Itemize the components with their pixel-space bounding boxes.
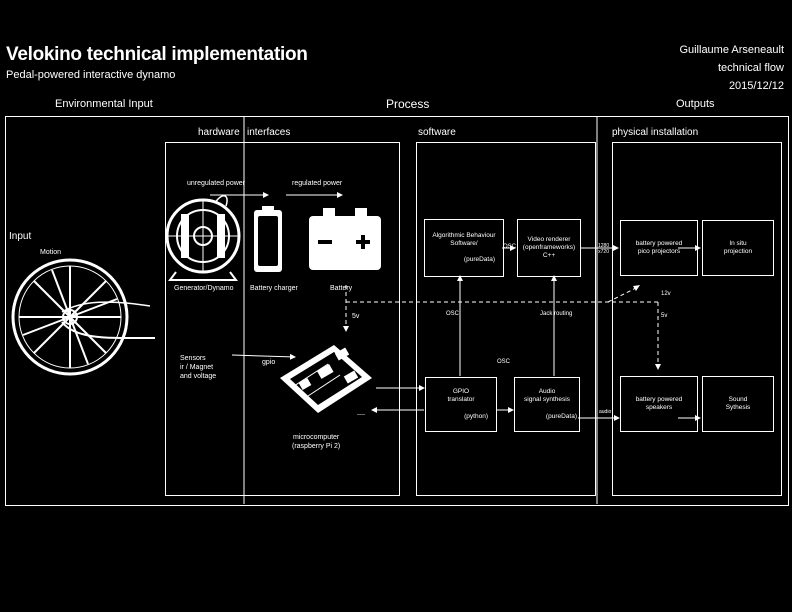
speakers-box: battery powered speakers — [620, 376, 698, 432]
battery-charger-icon — [254, 206, 282, 272]
physical-installation-heading: physical installation — [612, 127, 699, 138]
osc-mid-label: OSC — [497, 359, 511, 365]
jack-routing-label: Jack routing — [540, 311, 573, 317]
outer-frame — [5, 116, 789, 506]
sound-synthesis-box: Sound Sythesis — [702, 376, 774, 432]
12v-arrowhead — [633, 285, 640, 291]
battery-label: Battery — [330, 285, 353, 292]
hardware-container — [165, 142, 400, 496]
5v-label: 5v — [352, 313, 360, 320]
battery-charger-label: Battery charger — [250, 285, 298, 292]
date: 2015/12/12 — [728, 80, 784, 92]
raspberry-pi-icon — [280, 345, 372, 413]
process-heading: Process — [386, 97, 430, 111]
resolution-label: 1280 x720 — [598, 243, 610, 255]
generator-label: Generator/Dynamo — [174, 285, 234, 292]
interfaces-heading: interfaces — [247, 127, 291, 138]
algorithmic-behaviour-box: Algorithmic Behaviour Software/ (pureDat… — [424, 219, 504, 277]
software-container — [416, 142, 596, 496]
physical-installation-container — [612, 142, 782, 496]
regulated-power-label: regulated power — [292, 180, 343, 187]
motion-label: Motion — [40, 249, 62, 256]
microcomputer-label: microcomputer (raspberry Pi 2) — [292, 434, 341, 450]
5v-arrowhead — [343, 326, 349, 332]
outputs-heading: Outputs — [676, 98, 715, 110]
unregulated-power-label: unregulated power — [187, 180, 245, 187]
author: Guillaume Arseneault — [679, 44, 784, 56]
page-subtitle: Pedal-powered interactive dynamo — [6, 69, 176, 81]
bicycle-wheel-icon — [11, 258, 156, 376]
dash-label: ---- — [357, 412, 365, 418]
5v-speaker-arrowhead — [655, 364, 661, 370]
sensor-gpio-arrow — [231, 353, 296, 360]
software-heading: software — [418, 127, 456, 138]
gpio-translator-box: GPIO translator (python) — [425, 377, 497, 432]
hardware-heading: hardware — [198, 127, 240, 138]
12v-label: 12v — [661, 291, 671, 297]
battery-icon — [309, 208, 381, 270]
osc-left-label: OSC — [446, 311, 460, 317]
pico-projectors-box: battery powered pico projectors — [620, 220, 698, 276]
audio-synthesis-box: Audio signal synthesis (pureData) — [514, 377, 580, 432]
osc-top-label: OSC — [503, 244, 517, 250]
doc-type: technical flow — [717, 62, 784, 74]
audio-label: audio — [599, 409, 612, 415]
generator-icon — [165, 195, 241, 281]
sensors-label: Sensors ir / Magnet and voltage — [180, 355, 217, 380]
environmental-input-heading: Environmental Input — [55, 98, 153, 110]
input-label: Input — [9, 231, 32, 242]
power-distribution-lines — [345, 285, 659, 366]
in-situ-projection-box: In situ projection — [702, 220, 774, 276]
gpio-label: gpio — [262, 359, 276, 366]
video-renderer-box: Video renderer (openframeworks) C++ — [517, 219, 581, 277]
page-title: Velokino technical implementation — [6, 44, 308, 65]
5v-speaker-label: 5v — [661, 313, 668, 319]
